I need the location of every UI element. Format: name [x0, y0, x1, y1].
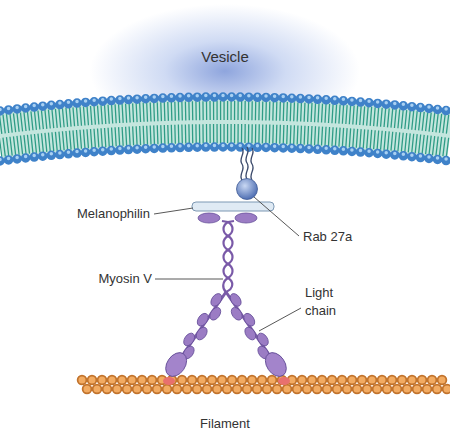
light-chain [194, 325, 209, 342]
leader-line [155, 279, 223, 280]
coil-strand [224, 221, 235, 292]
globular-tail [235, 213, 257, 223]
light-chain [181, 331, 196, 348]
anchor-tail [251, 148, 253, 180]
binding-site [278, 377, 290, 385]
leader-line [154, 208, 193, 214]
part-label: Filament [175, 415, 275, 433]
motor-head [261, 349, 291, 381]
leader-line [254, 197, 299, 236]
actin-beads [82, 377, 448, 384]
actin-filament [82, 377, 448, 389]
binding-site [163, 377, 175, 385]
anchor-tail [246, 147, 248, 179]
actin-beads [87, 384, 448, 395]
lipid-heads [0, 147, 450, 161]
light-chain [242, 311, 257, 328]
coiled-coil [222, 221, 234, 292]
lipid-head-highlight [0, 96, 450, 110]
part-label: Light chain [305, 284, 347, 320]
lipid-tails [0, 111, 450, 125]
light-chain [255, 331, 270, 348]
light-chain [229, 305, 244, 322]
light-chain [195, 311, 210, 328]
actin-beads [87, 386, 448, 393]
lipid-head-highlight [0, 146, 450, 160]
light-chain [208, 305, 223, 322]
motor-head [161, 349, 191, 381]
prenyl-anchor [241, 147, 253, 180]
globular-tail [198, 213, 220, 223]
light-chain [228, 292, 243, 309]
part-label: Rab 27a [303, 228, 393, 246]
part-label: Myosin V [40, 270, 152, 288]
anchor-tail [241, 148, 243, 180]
leader-line [259, 308, 301, 331]
actin-beads [82, 375, 448, 386]
light-chain [209, 292, 224, 309]
part-label: Melanophilin [40, 205, 150, 223]
lipid-bilayer [0, 96, 450, 162]
myosin-leg [161, 287, 233, 380]
leader-lines [154, 197, 301, 331]
lipid-heads [0, 97, 450, 111]
rab-sphere [237, 179, 258, 200]
light-chain [243, 325, 258, 342]
region-label: Vesicle [90, 48, 360, 65]
myosin-leg [219, 287, 291, 380]
